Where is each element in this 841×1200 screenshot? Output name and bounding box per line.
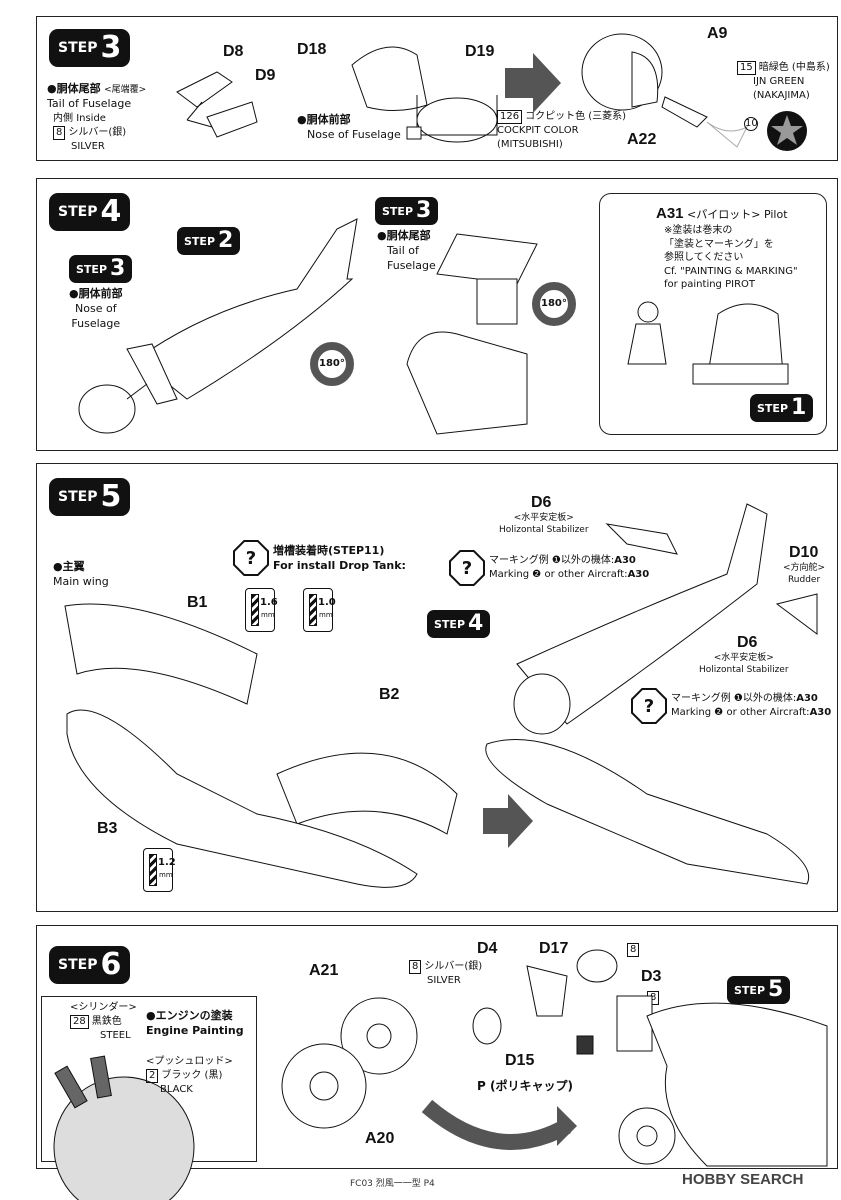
- part-d10: D10: [789, 544, 819, 561]
- watermark: HOBBY SEARCH: [682, 1171, 804, 1188]
- part-a22: A22: [627, 131, 657, 148]
- nose-parts-drawing: [351, 46, 498, 143]
- pilot-label: A31 <パイロット> Pilot: [656, 205, 788, 222]
- fuselage-tail-drawing: [485, 503, 818, 885]
- marking-note-2: マーキング例 ❶以外の機体:A30 Marking ❷ or other Air…: [671, 693, 832, 718]
- pilot-note: ※塗装は巻末の「塗装とマーキング」を参照してください Cf. "PAINTING…: [664, 225, 798, 290]
- marking-hole-icon-2: ?: [631, 688, 667, 724]
- rotate-label: 180°: [319, 358, 345, 369]
- pilot-seat-drawing: [627, 301, 789, 385]
- tail-parts-drawing: [176, 71, 258, 138]
- tail-label: ●胴体尾部 <尾端覆> Tail of Fuselage: [47, 82, 147, 110]
- part-d9: D9: [255, 67, 276, 84]
- part-b3: B3: [97, 820, 118, 837]
- gearbox-parts-drawing: [472, 949, 653, 1055]
- d10-label: <方向舵>Rudder: [783, 563, 826, 586]
- assembled-nose-drawing: [581, 33, 749, 148]
- decal-code: 10: [744, 117, 758, 131]
- polycap-label: P (ポリキャップ): [477, 1079, 573, 1093]
- assembly-arrow: [483, 794, 533, 848]
- part-a20: A20: [365, 1130, 395, 1147]
- part-d19: D19: [465, 43, 495, 60]
- drop-tank-label: 増槽装着時(STEP11)For install Drop Tank:: [273, 544, 406, 572]
- decal-star-icon: [767, 111, 807, 151]
- d6-bottom-label: <水平安定板>Holizontal Stabilizer: [699, 653, 789, 676]
- rotate-label-2: 180°: [541, 298, 567, 309]
- part-d6-bottom: D6: [737, 634, 758, 651]
- assembly-arrow: [505, 53, 561, 113]
- marking-hole-icon-1: ?: [449, 550, 485, 586]
- part-d18: D18: [297, 41, 327, 58]
- part-b1: B1: [187, 594, 208, 611]
- page-footer: FC03 烈風一一型 P4: [350, 1179, 435, 1189]
- cowling-assembly-drawing: [618, 1002, 828, 1167]
- fuselage-drawing: [78, 218, 358, 434]
- pilot-callout: A31 <パイロット> Pilot ※塗装は巻末の「塗装とマーキング」を参照して…: [599, 193, 827, 435]
- engine-rows-drawing: [281, 997, 418, 1129]
- part-a21: A21: [309, 962, 339, 979]
- rotate-icon: [310, 342, 354, 386]
- part-d4: D4: [477, 940, 498, 957]
- part-b2: B2: [379, 686, 400, 703]
- part-a9: A9: [707, 25, 728, 42]
- part-d8: D8: [223, 43, 244, 60]
- code-d17: 8: [627, 942, 642, 957]
- main-wing-drawing: [64, 603, 458, 888]
- part-d3: D3: [641, 968, 662, 985]
- rotate-icon-2: [532, 282, 576, 326]
- part-d17: D17: [539, 940, 569, 957]
- d6-top-label: <水平安定板>Holizontal Stabilizer: [499, 513, 589, 536]
- marking-note-1: マーキング例 ❶以外の機体:A30 Marking ❷ or other Air…: [489, 555, 650, 580]
- cockpit-tub-drawing: [406, 233, 538, 435]
- drop-tank-hole-icon: ?: [233, 540, 269, 576]
- part-d15: D15: [505, 1052, 535, 1069]
- curved-assembly-arrow: [421, 1099, 577, 1150]
- part-d6-top: D6: [531, 494, 552, 511]
- engine-cylinders-drawing: [53, 1055, 195, 1200]
